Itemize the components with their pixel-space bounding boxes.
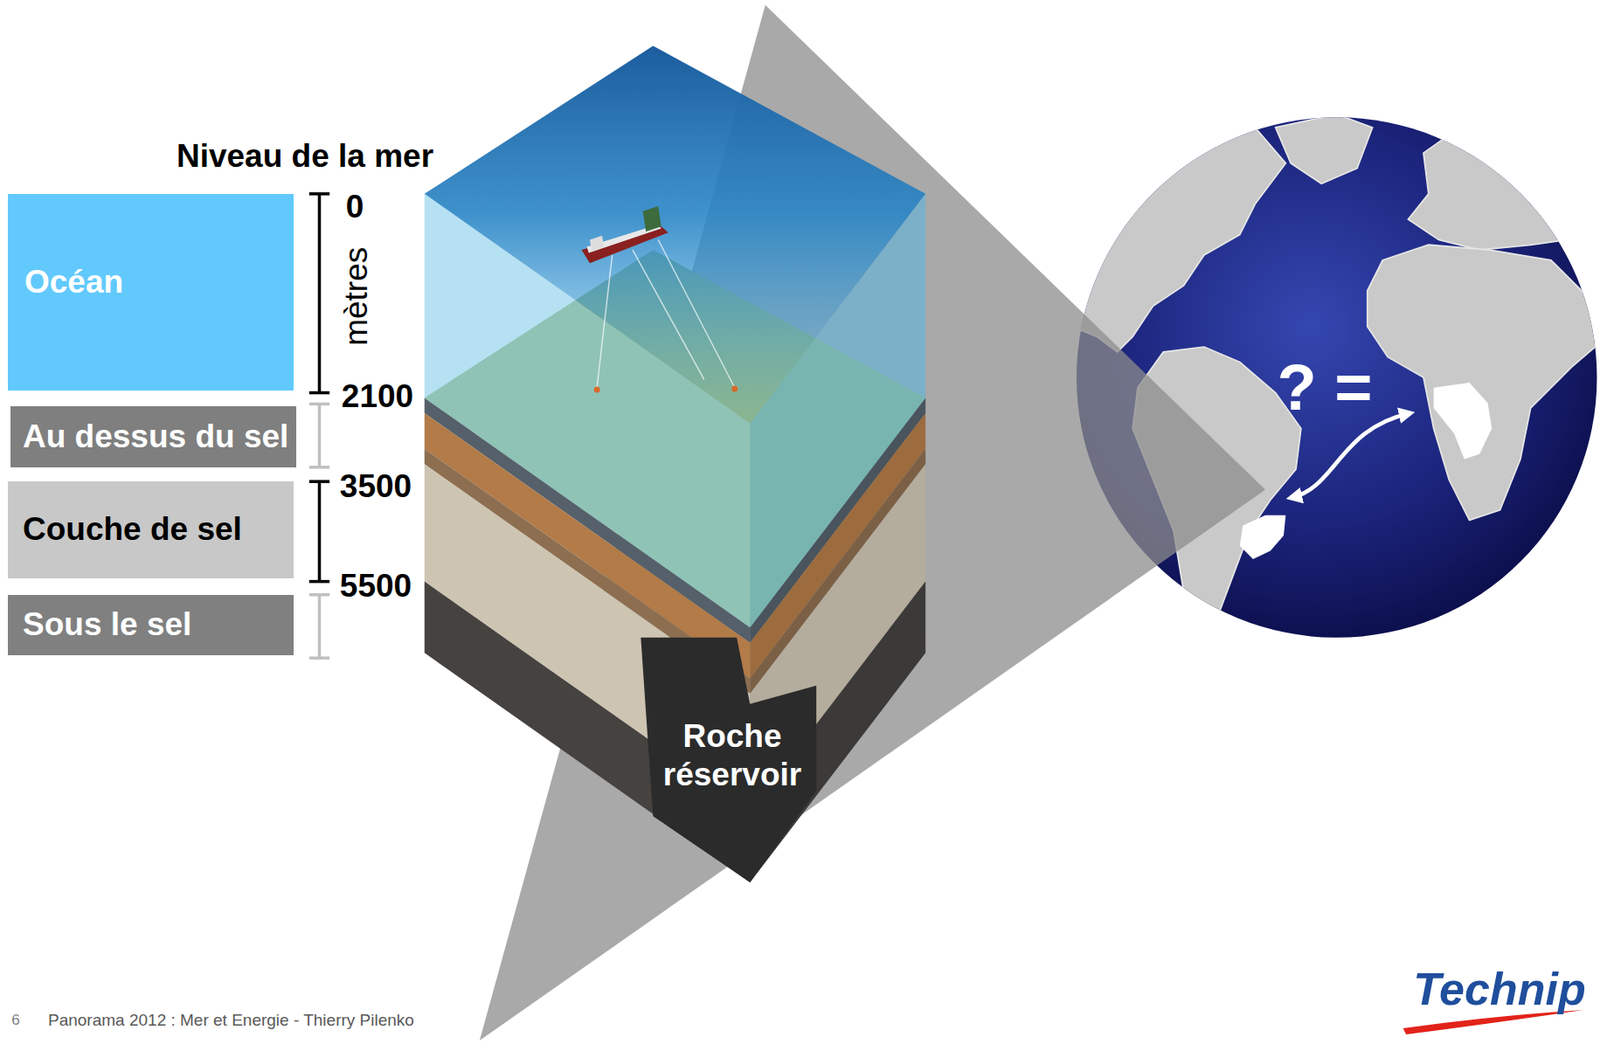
depth-brackets — [309, 193, 330, 659]
geology-block — [424, 46, 926, 884]
reservoir-rock — [640, 637, 817, 883]
ship-hull — [581, 226, 669, 264]
double-arrow — [1290, 413, 1411, 499]
riser-line — [596, 255, 613, 388]
band-label: Océan — [24, 263, 124, 302]
riser-line — [658, 239, 735, 388]
artwork — [309, 5, 1600, 1041]
north-america — [1071, 127, 1286, 353]
bracket-cap — [309, 593, 330, 597]
bracket-cap — [309, 479, 330, 484]
bracket-line — [318, 595, 322, 659]
unit-label: mètres — [339, 246, 377, 346]
bracket-cap — [309, 391, 330, 395]
above-salt-band: Au dessus du sel — [10, 406, 297, 468]
band-label: Au dessus du sel — [22, 418, 289, 457]
europe — [1407, 111, 1600, 250]
salt-layer-band: Couche de sel — [7, 481, 294, 579]
footer-text: Panorama 2012 : Mer et Energie - Thierry… — [48, 1011, 415, 1031]
riser-line — [632, 249, 705, 380]
band-label: Couche de sel — [22, 511, 243, 549]
page-number: 6 — [11, 1011, 20, 1030]
bracket-cap — [309, 402, 330, 407]
depth-value: 5500 — [339, 567, 412, 606]
below-salt-band: Sous le sel — [7, 595, 294, 656]
reservoir-label: Roche réservoir — [653, 717, 811, 795]
brazilian-basin — [1239, 515, 1287, 560]
sea-level-heading: Niveau de la mer — [176, 138, 434, 176]
depth-value: 0 — [346, 188, 365, 227]
sea-surface — [424, 46, 926, 424]
bracket-cap — [309, 580, 330, 584]
band-label: Sous le sel — [22, 606, 192, 645]
depth-value: 2100 — [341, 378, 414, 416]
bracket-cap — [309, 192, 330, 196]
ship-cabin — [589, 235, 604, 252]
bracket-cap — [309, 465, 330, 470]
africa — [1367, 244, 1600, 520]
ocean-band: Océan — [7, 193, 294, 391]
greenland — [1275, 114, 1373, 184]
question-equals: ? = — [1277, 350, 1373, 425]
african-basin — [1433, 382, 1493, 460]
depth-value: 3500 — [339, 468, 412, 506]
wellhead — [731, 385, 738, 392]
wellhead — [594, 387, 601, 394]
bracket-cap — [309, 656, 330, 660]
company-logo: Technip — [1412, 963, 1586, 1017]
bracket-line — [318, 481, 322, 582]
bracket-line — [318, 193, 322, 394]
ship-tower — [643, 206, 662, 232]
bracket-line — [318, 403, 322, 467]
